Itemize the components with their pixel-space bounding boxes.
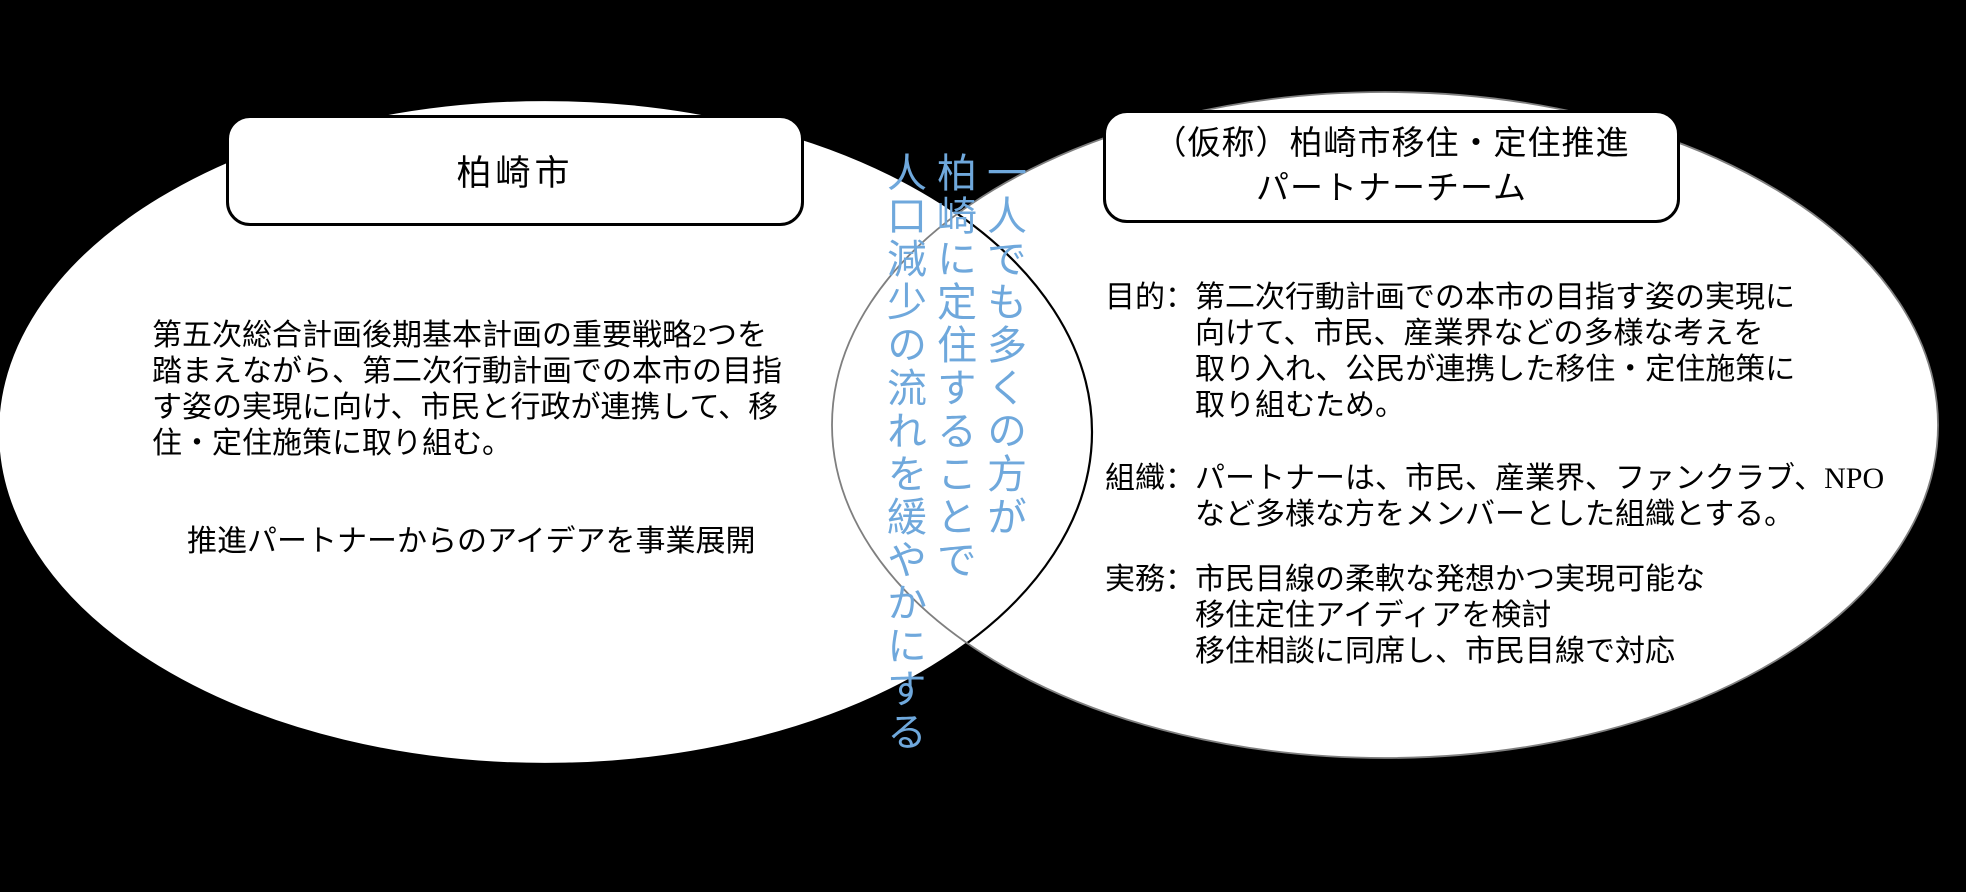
left-title-box: 柏崎市 [226, 115, 804, 226]
section-operations: 実務： 市民目線の柔軟な発想かつ実現可能な 移住定住アイディアを検討 移住相談に… [1105, 562, 1884, 670]
right-title: （仮称）柏崎市移住・定住推進 パートナーチーム [1153, 125, 1630, 207]
section-purpose-label: 目的： [1105, 281, 1195, 314]
section-organization-body: パートナーは、市民、産業界、ファンクラブ、NPO など多様な方をメンバーとした組… [1195, 462, 1885, 531]
right-ellipse-fill [832, 92, 1938, 758]
left-footer-text: 推進パートナーからのアイデアを事業展開 [187, 525, 756, 558]
section-organization-label: 組織： [1105, 462, 1195, 495]
center-vertical-message: 一人でも多くの方が 柏崎に定住することで 人口減少の流れを緩やかにする [881, 152, 1026, 754]
section-purpose: 目的： 第二次行動計画での本市の目指す姿の実現に 向けて、市民、産業界などの多様… [1105, 280, 1884, 424]
left-title: 柏崎市 [456, 154, 574, 193]
left-ellipse-fill [0, 100, 1092, 764]
section-purpose-body: 第二次行動計画での本市の目指す姿の実現に 向けて、市民、産業界などの多様な考えを… [1195, 281, 1796, 422]
right-title-box: （仮称）柏崎市移住・定住推進 パートナーチーム [1103, 110, 1680, 223]
left-body-text: 第五次総合計画後期基本計画の重要戦略2つを 踏まえながら、第二次行動計画での本市… [152, 319, 782, 460]
left-ellipse-outline [0, 98, 1093, 766]
section-operations-label: 実務： [1105, 563, 1195, 596]
section-organization: 組織： パートナーは、市民、産業界、ファンクラブ、NPO など多様な方をメンバー… [1105, 461, 1884, 533]
right-sections: 目的： 第二次行動計画での本市の目指す姿の実現に 向けて、市民、産業界などの多様… [1105, 280, 1884, 670]
section-operations-body: 市民目線の柔軟な発想かつ実現可能な 移住定住アイディアを検討 移住相談に同席し、… [1195, 563, 1705, 668]
right-ellipse-outline [831, 91, 1939, 759]
